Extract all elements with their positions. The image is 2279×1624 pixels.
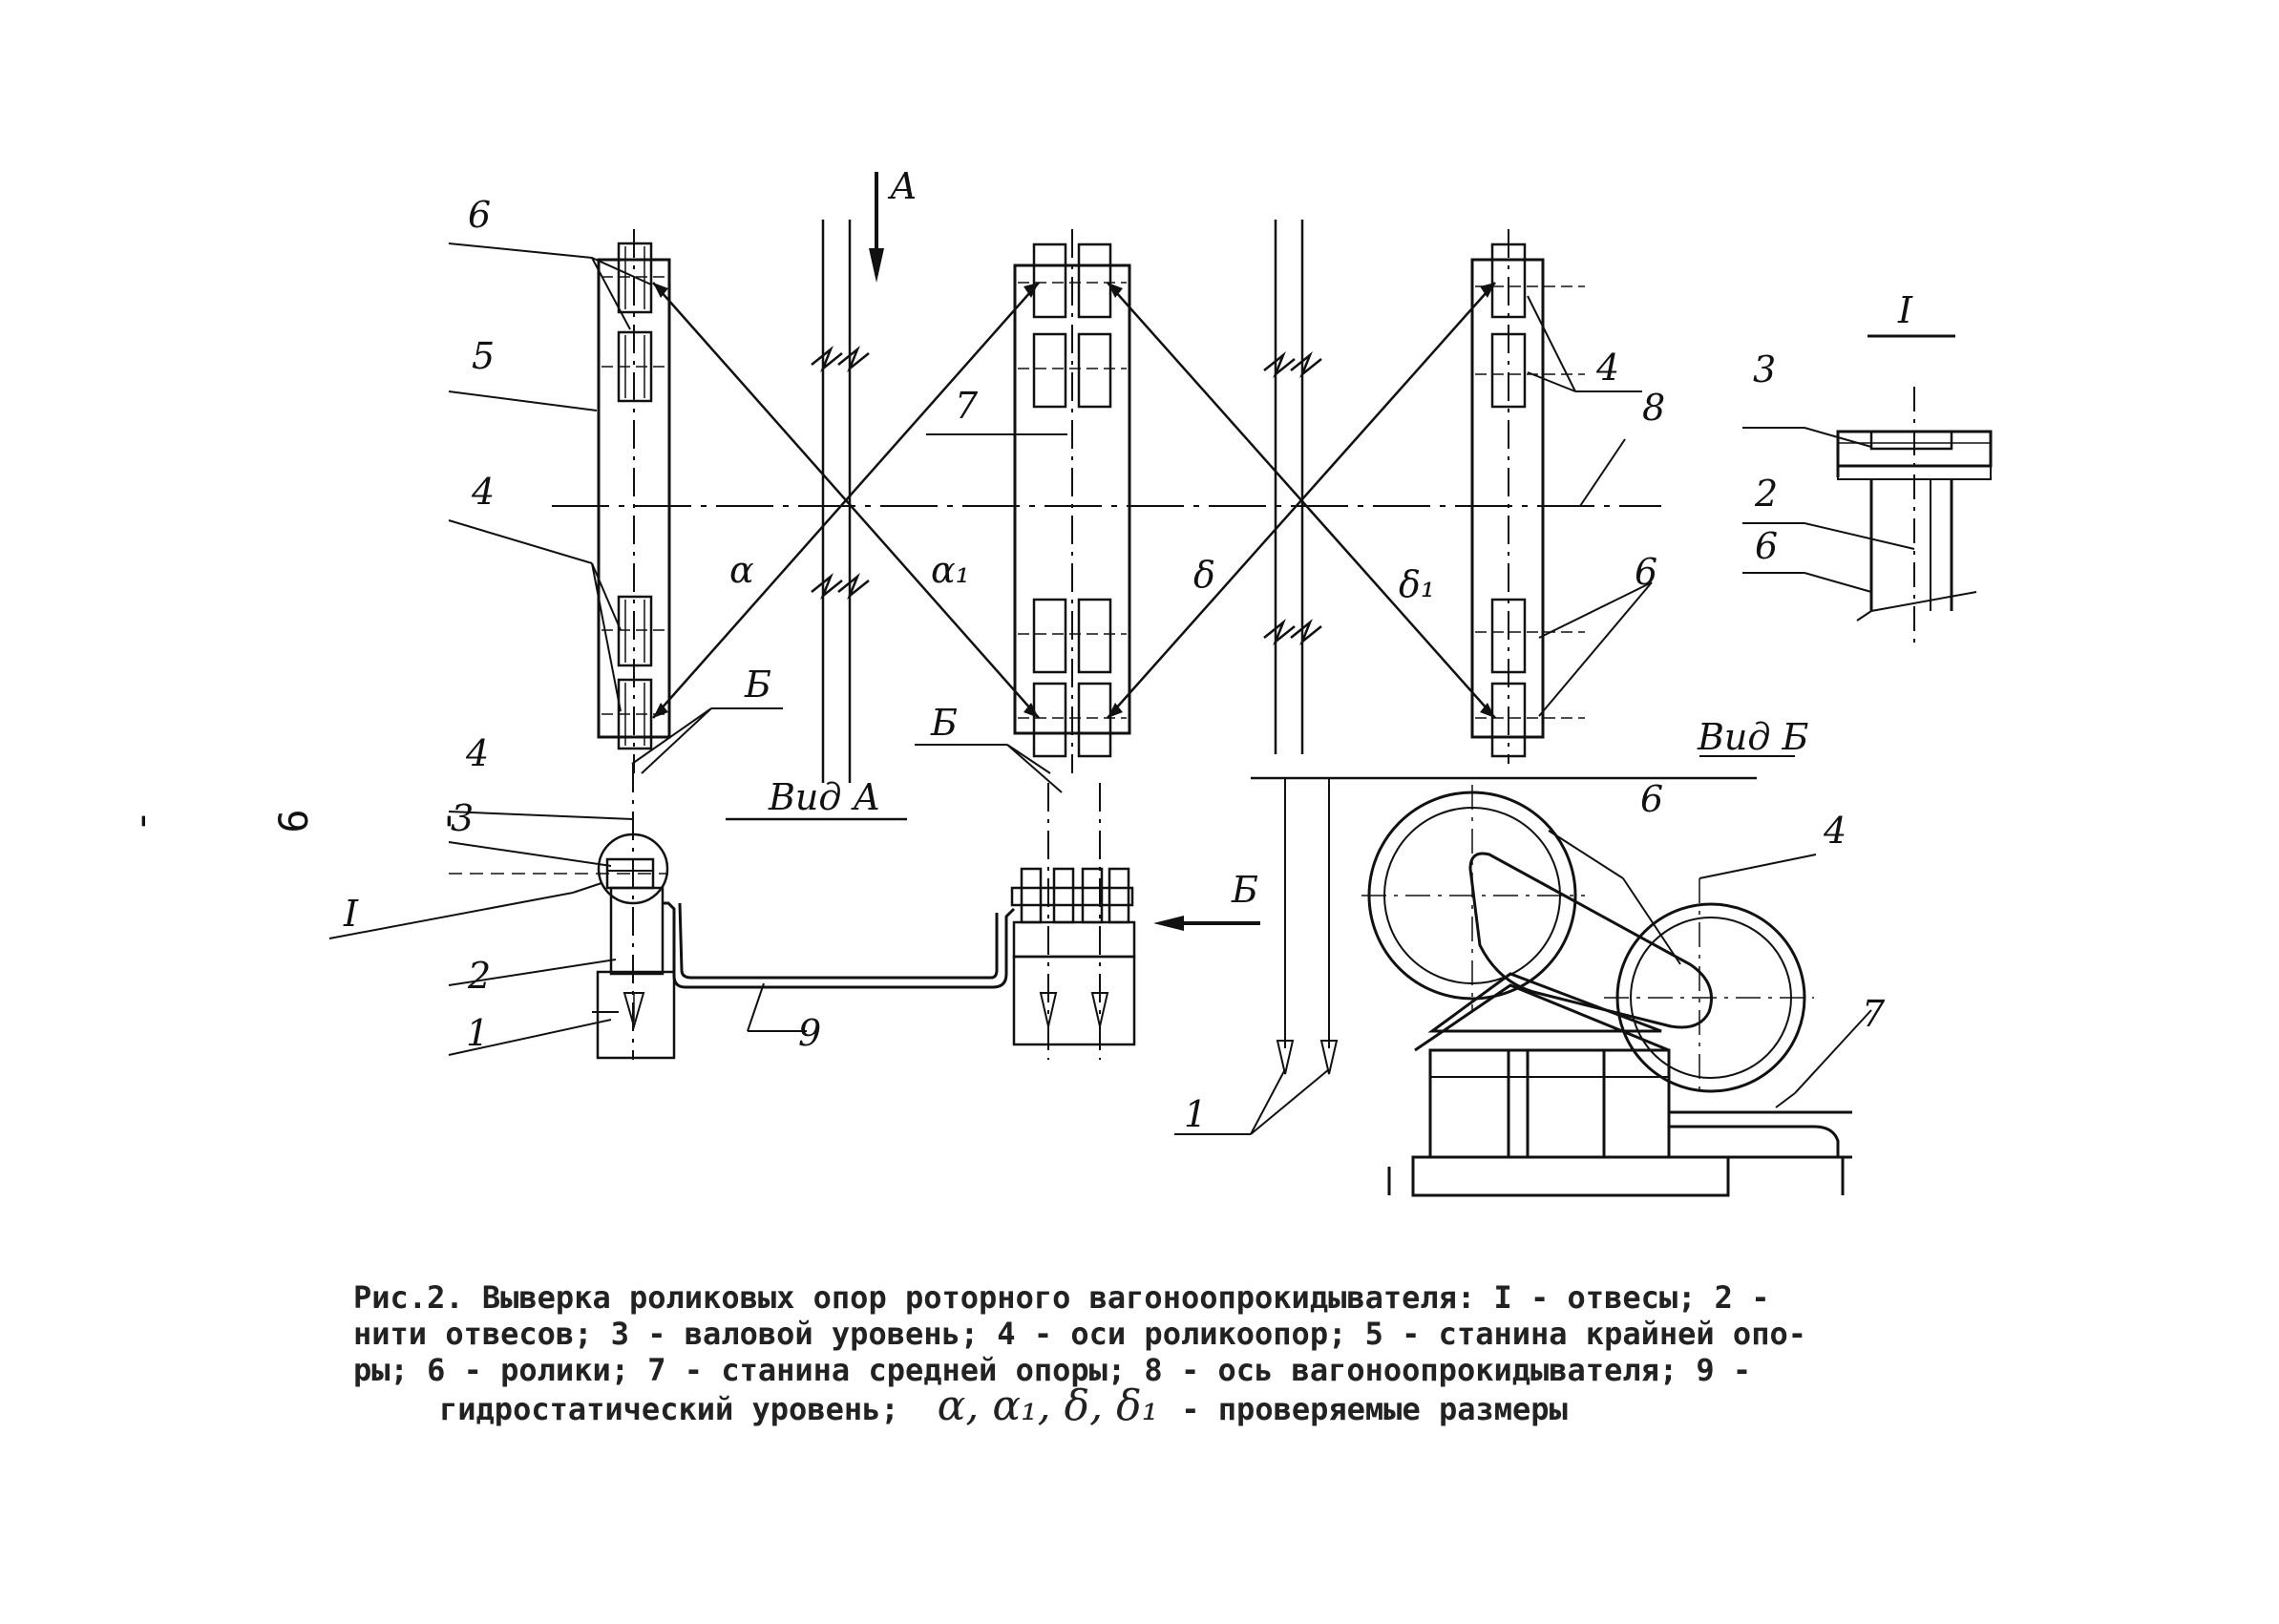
label-8: 8 <box>1642 387 1665 429</box>
label-4-view-a: 4 <box>465 732 489 774</box>
break-lines <box>811 220 1322 783</box>
view-b <box>1174 755 1872 1197</box>
detail-i <box>1742 334 1993 649</box>
caption-symbols: α, α₁, δ, δ₁ <box>937 1381 1159 1430</box>
label-i-mark: I <box>343 893 359 935</box>
label-6-top-left: 6 <box>468 194 491 236</box>
label-3-detail: 3 <box>1753 348 1776 390</box>
caption-line-4-end: - проверяемые размеры <box>1181 1391 1568 1427</box>
caption-line-3: ры; 6 - ролики; 7 - станина средней опор… <box>353 1352 1752 1388</box>
label-b-left: Б <box>744 664 771 706</box>
view-b-arrow-label: Б <box>1231 869 1258 911</box>
view-a <box>328 764 1016 1060</box>
caption-line-4-text: гидростатический уровень; <box>439 1391 899 1427</box>
label-4-view-b: 4 <box>1823 810 1846 852</box>
label-5: 5 <box>472 335 495 377</box>
label-3-view-a: 3 <box>451 797 474 839</box>
label-1-view-b: 1 <box>1184 1093 1207 1135</box>
view-a-arrow-label: А <box>887 165 918 207</box>
roller-left-3 <box>617 595 653 667</box>
label-alpha: α <box>729 549 754 591</box>
label-1-view-a: 1 <box>466 1012 489 1054</box>
label-delta: δ <box>1193 554 1215 596</box>
diagonal-measurements <box>652 282 1496 719</box>
caption-line-4: гидростатический уровень;α, α₁, δ, δ₁- п… <box>353 1385 1995 1428</box>
middle-frame <box>1013 229 1131 773</box>
roller-left-top <box>617 242 653 314</box>
caption-line-2: нити отвесов; 3 - валовой уровень; 4 - о… <box>353 1316 1806 1352</box>
detail-i-title: I <box>1897 289 1913 331</box>
view-b-title: Вид Б <box>1697 716 1809 758</box>
label-b-mid: Б <box>930 702 958 744</box>
label-7: 7 <box>955 385 979 427</box>
view-a-title: Вид А <box>768 776 880 818</box>
right-end-frame <box>1470 229 1585 764</box>
label-4-left: 4 <box>471 471 495 513</box>
figure-caption: Рис.2. Выверка роликовых опор роторного … <box>353 1279 1995 1427</box>
diagonal-arrowheads <box>653 283 1495 718</box>
view-b-arrow <box>1153 916 1260 931</box>
label-9: 9 <box>798 1012 821 1054</box>
label-4-right: 4 <box>1595 347 1619 389</box>
label-6-view-b: 6 <box>1640 778 1663 820</box>
label-delta1: δ₁ <box>1399 563 1435 605</box>
left-end-frame <box>597 229 671 773</box>
caption-line-1: Рис.2. Выверка роликовых опор роторного … <box>353 1279 1770 1316</box>
leader-lines <box>448 243 1653 793</box>
label-6-right: 6 <box>1635 551 1657 593</box>
view-a-middle-support <box>1010 783 1136 1060</box>
label-7-view-b: 7 <box>1862 993 1886 1035</box>
view-a-arrow <box>869 172 884 283</box>
label-alpha1: α₁ <box>931 549 970 591</box>
label-2-view-a: 2 <box>467 955 491 997</box>
label-6-detail: 6 <box>1755 525 1778 567</box>
label-2-detail: 2 <box>1754 473 1778 515</box>
